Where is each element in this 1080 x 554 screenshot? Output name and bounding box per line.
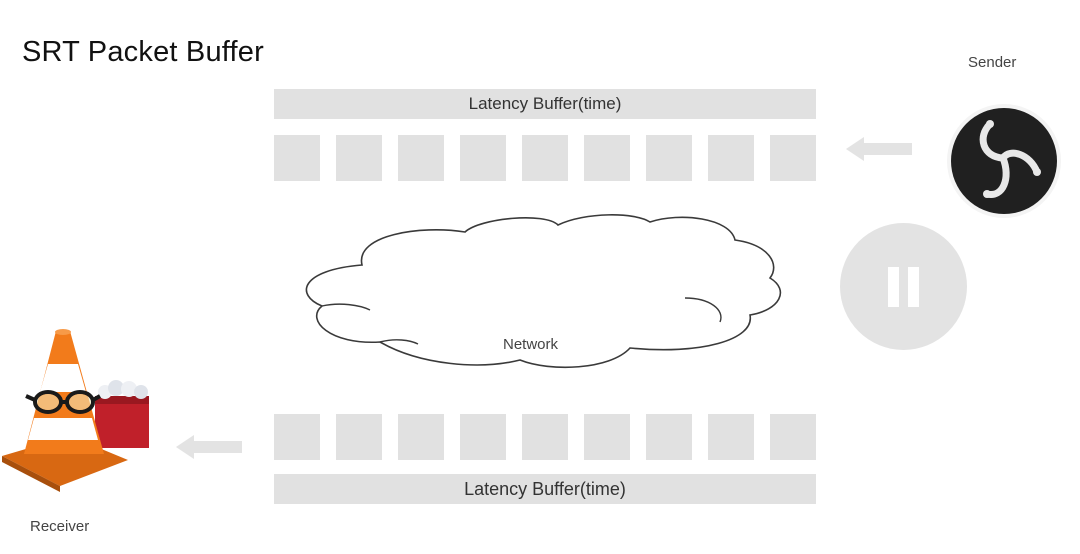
packet [708, 135, 754, 181]
pause-icon [888, 266, 899, 307]
packet [646, 135, 692, 181]
packet [584, 414, 630, 460]
receiver-label: Receiver [30, 518, 90, 535]
packet [274, 135, 320, 181]
packet [522, 135, 568, 181]
cloud-icon [305, 214, 782, 369]
packet [584, 135, 630, 181]
sender-label: Sender [968, 54, 1017, 71]
pause-button[interactable] [840, 223, 967, 350]
packet [460, 414, 506, 460]
pause-icon-bar [908, 266, 919, 307]
packet [646, 414, 692, 460]
vlc-cone-icon [2, 329, 149, 492]
packet-row-top [274, 135, 816, 181]
packet [708, 414, 754, 460]
arrow-left-icon [176, 435, 242, 459]
packet [460, 135, 506, 181]
packet [398, 414, 444, 460]
packet [336, 414, 382, 460]
packet [770, 135, 816, 181]
packet [522, 414, 568, 460]
packet [274, 414, 320, 460]
obs-logo-icon [947, 104, 1061, 218]
latency-buffer-bottom: Latency Buffer(time) [274, 474, 816, 504]
packet [770, 414, 816, 460]
packet-row-bottom [274, 414, 816, 460]
packet [398, 135, 444, 181]
packet [336, 135, 382, 181]
arrow-left-icon [846, 137, 912, 161]
page-title: SRT Packet Buffer [22, 36, 264, 68]
latency-buffer-top: Latency Buffer(time) [274, 89, 816, 119]
network-label: Network [503, 336, 559, 353]
